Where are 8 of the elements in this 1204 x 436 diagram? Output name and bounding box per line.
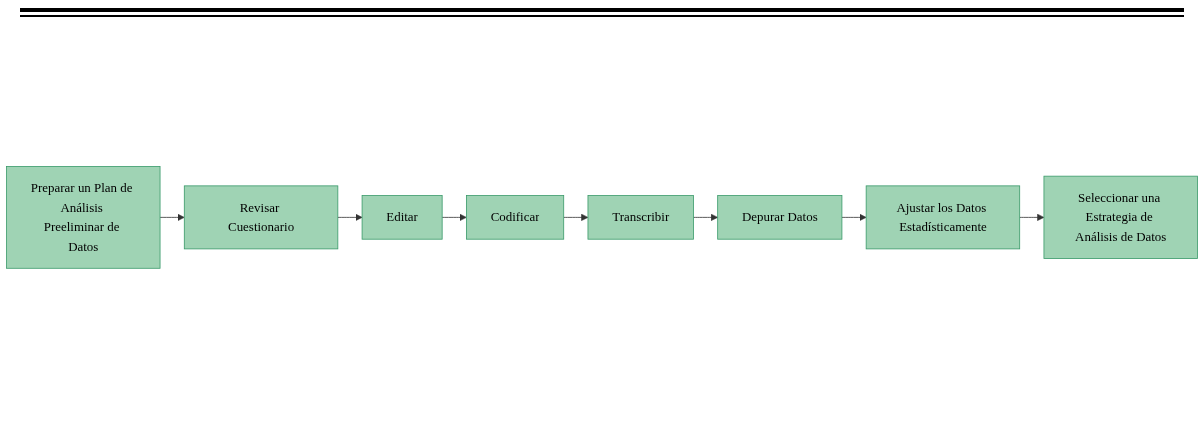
node-box: Preparar un Plan de Análisis Preeliminar de Datos [6, 165, 161, 269]
node-box: Depurar Datos [717, 194, 843, 240]
node-box: Codificar [466, 194, 565, 240]
node-box: Seleccionar una Estrategia de Análisis de Datos [1043, 175, 1198, 259]
node-box: Revisar Cuestionario [183, 185, 339, 249]
node-box: Editar [361, 194, 443, 240]
node-box: Transcribir [587, 194, 694, 240]
node-box: Ajustar los Datos Estadísticamente [865, 185, 1021, 249]
